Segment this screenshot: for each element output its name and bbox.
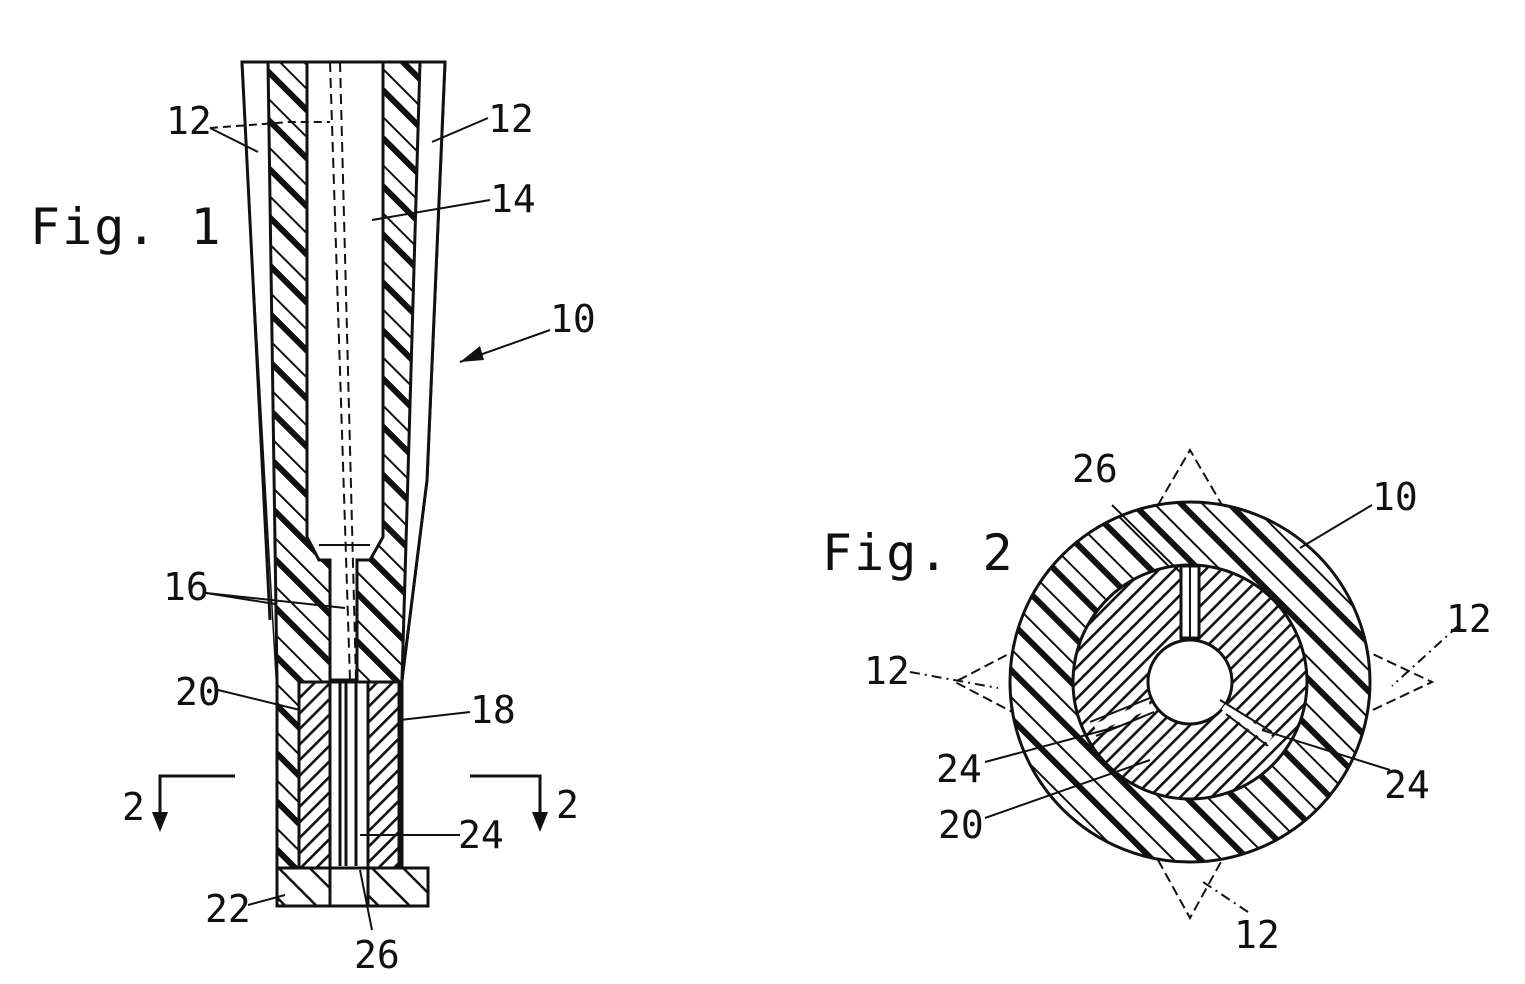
label-10: 10 — [1372, 475, 1418, 519]
figure-1-title: Fig. 1 — [30, 198, 223, 256]
label-20: 20 — [175, 670, 221, 714]
label-26: 26 — [1072, 447, 1118, 491]
label-24-right: 24 — [1384, 763, 1430, 807]
label-10: 10 — [550, 297, 596, 341]
label-22: 22 — [205, 887, 251, 931]
figure-2 — [909, 448, 1459, 921]
figure-2-title: Fig. 2 — [822, 524, 1015, 582]
label-section-2-right: 2 — [556, 783, 579, 827]
label-section-2-left: 2 — [122, 785, 145, 829]
label-16: 16 — [163, 565, 209, 609]
label-12-right: 12 — [1446, 597, 1492, 641]
figure-2-labels: Fig. 2 26 10 12 12 24 24 20 12 — [822, 447, 1492, 957]
center-hole — [1146, 638, 1234, 726]
label-12-left: 12 — [166, 99, 212, 143]
label-12-left: 12 — [864, 649, 910, 693]
label-12-bottom: 12 — [1234, 913, 1280, 957]
label-12-right: 12 — [488, 97, 534, 141]
figure-1 — [152, 60, 551, 931]
figure-1-labels: Fig. 1 12 12 14 10 16 20 18 2 2 24 22 26 — [30, 97, 596, 977]
label-14: 14 — [490, 177, 536, 221]
label-20: 20 — [938, 803, 984, 847]
label-24: 24 — [458, 813, 504, 857]
label-24-left: 24 — [936, 747, 982, 791]
bore-14 — [305, 60, 385, 682]
label-26: 26 — [354, 933, 400, 977]
label-18: 18 — [470, 688, 516, 732]
